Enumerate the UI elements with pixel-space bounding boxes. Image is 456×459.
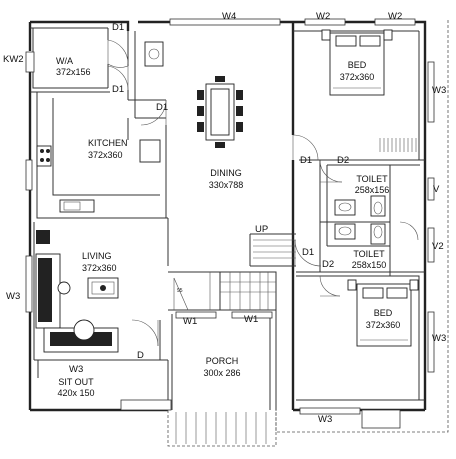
- porch-steps: [167, 410, 277, 447]
- room-bed-top-name: BED: [348, 60, 367, 70]
- wardrobe: [379, 138, 417, 152]
- room-porch-size: 300x 286: [203, 368, 240, 378]
- tag-up: UP: [255, 224, 268, 235]
- tag-w2-right: W2: [388, 11, 402, 22]
- staircase: [173, 239, 296, 311]
- room-sitout-name: SIT OUT: [58, 377, 94, 387]
- door-swings: [107, 39, 419, 347]
- room-bed-top-size: 372x360: [340, 72, 375, 82]
- tag-d2-toilet-bottom: D2: [322, 259, 334, 270]
- tag-kw2: KW2: [3, 54, 24, 65]
- room-toilet-top-size: 258x156: [355, 185, 390, 195]
- tag-w1-left: W1: [183, 316, 197, 327]
- tag-w2-left: W2: [316, 11, 330, 22]
- tag-d1-kitchen: D1: [112, 84, 124, 95]
- room-living-name: LIVING: [82, 251, 112, 261]
- room-kitchen-name: KITCHEN: [88, 138, 128, 148]
- room-bed-bottom-size: 372x360: [366, 320, 401, 330]
- tag-d1-dining: D1: [156, 102, 168, 113]
- room-dining-name: DINING: [210, 168, 242, 178]
- room-wa-name: W/A: [56, 56, 73, 66]
- tag-d1-bed-top: D1: [300, 155, 312, 166]
- tag-w3-living: W3: [6, 291, 20, 302]
- room-toilet-bottom-name: TOILET: [353, 249, 385, 259]
- tag-d1-wa: D1: [112, 22, 124, 33]
- room-wa-size: 372x156: [56, 67, 91, 77]
- room-dining-size: 330x788: [209, 180, 244, 190]
- toilet-fixtures: [334, 195, 386, 245]
- tag-w1-right: W1: [244, 314, 258, 325]
- tag-stair-step: 95: [177, 288, 183, 294]
- tag-v: V: [433, 184, 440, 195]
- washbasin: [144, 41, 164, 67]
- room-toilet-top-name: TOILET: [356, 174, 388, 184]
- tag-w4: W4: [222, 11, 236, 22]
- living-furniture: [35, 230, 119, 353]
- bed-top-furniture: [321, 29, 393, 96]
- tag-w3-bottom-right: W3: [432, 333, 446, 344]
- room-bed-bottom-name: BED: [374, 308, 393, 318]
- room-toilet-bottom-size: 258x150: [352, 260, 387, 270]
- kitchen-fixtures: [36, 145, 95, 213]
- windows: [25, 18, 435, 429]
- tag-d1-stair: D1: [302, 247, 314, 258]
- tag-v2: V2: [432, 241, 444, 252]
- tag-w3-top: W3: [432, 85, 446, 96]
- tag-w3-sitout: W3: [69, 364, 83, 375]
- room-sitout-size: 420x 150: [57, 388, 94, 398]
- dining-table: [197, 76, 243, 148]
- room-porch-name: PORCH: [206, 356, 239, 366]
- tag-d2-toilet-top: D2: [337, 155, 349, 166]
- tag-d-living: D: [137, 350, 144, 361]
- bed-bottom-furniture: [347, 279, 419, 347]
- room-living-size: 372x360: [82, 263, 117, 273]
- room-kitchen-size: 372x360: [88, 150, 123, 160]
- tag-w3-bottom: W3: [318, 414, 332, 425]
